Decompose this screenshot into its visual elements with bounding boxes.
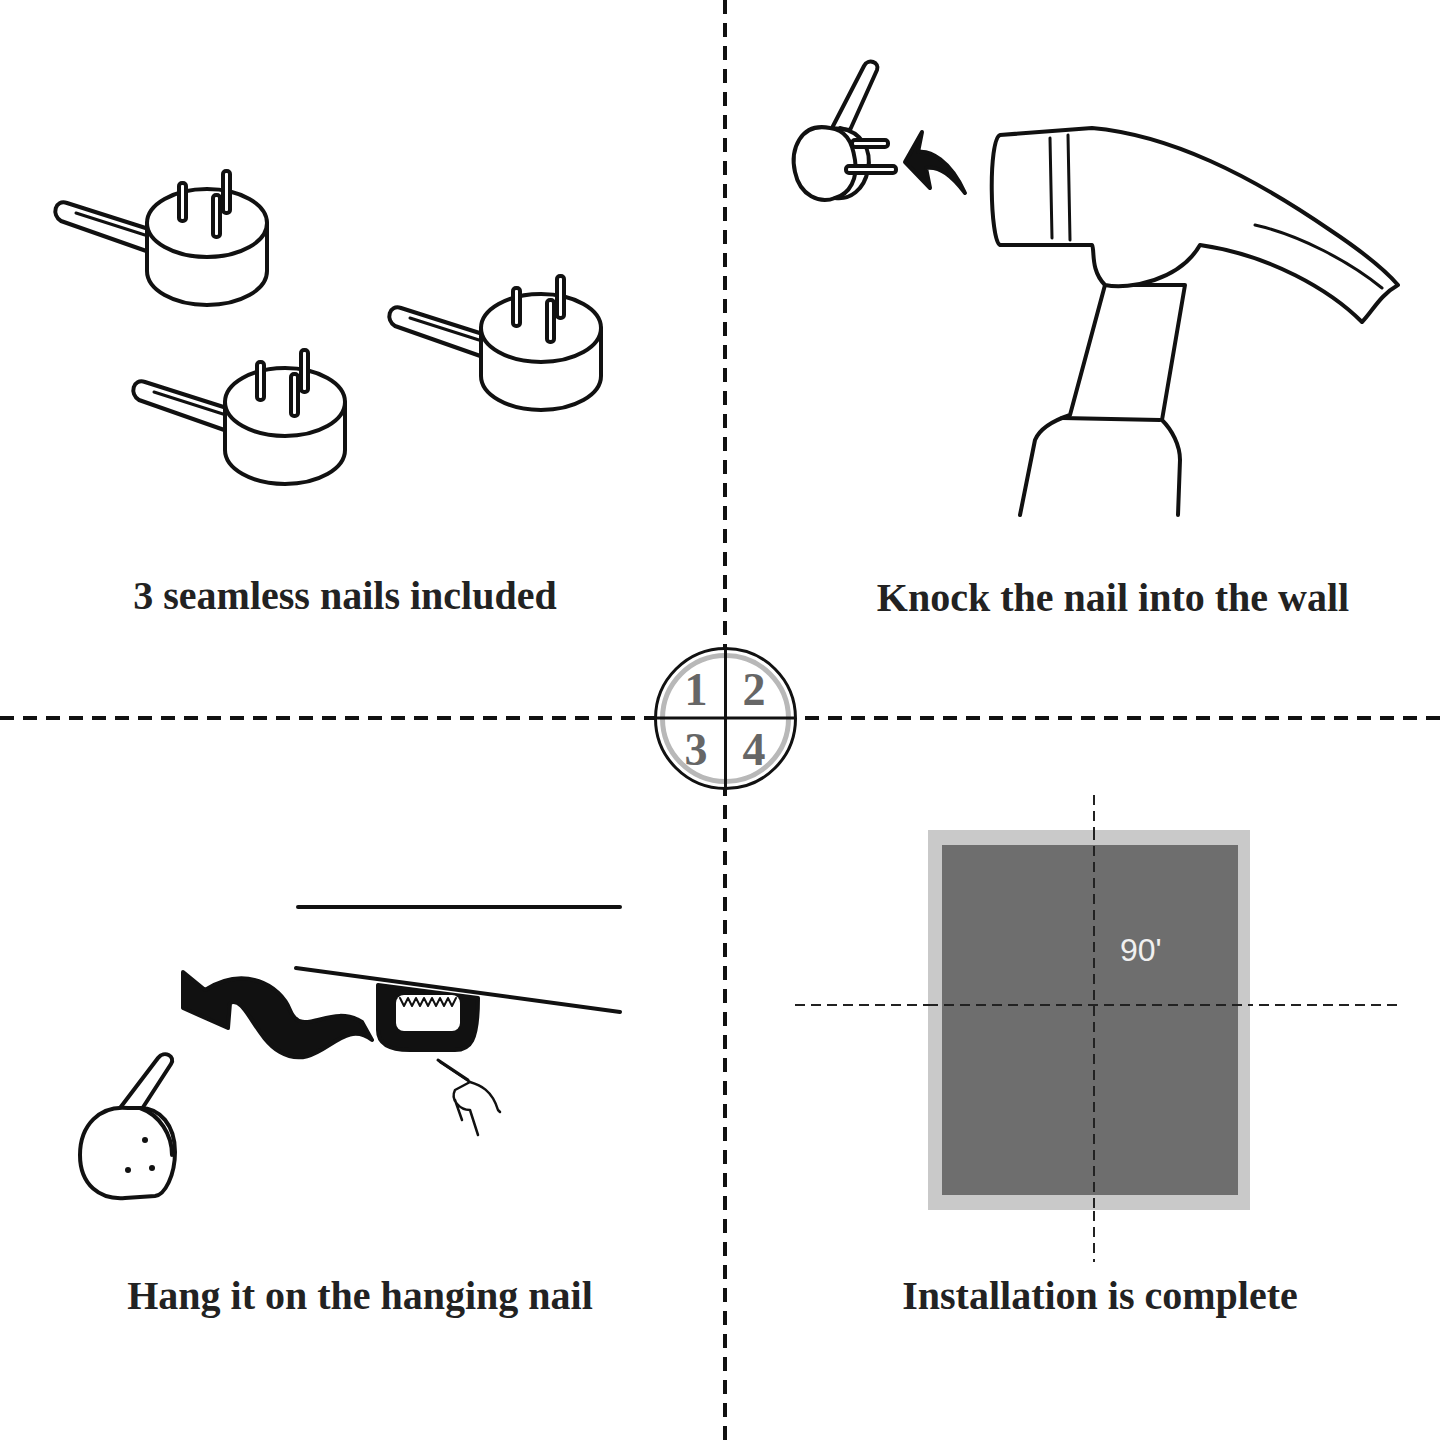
circle-outline bbox=[653, 646, 798, 791]
hammer-figure bbox=[794, 62, 1398, 515]
step-number: 1 bbox=[685, 667, 708, 713]
nail-figure bbox=[55, 171, 601, 484]
step-number: 3 bbox=[685, 727, 708, 773]
picture-frame: 90' bbox=[928, 830, 1250, 1210]
alignment-line bbox=[928, 830, 1250, 1210]
step-caption: Knock the nail into the wall bbox=[877, 574, 1349, 621]
step-number: 2 bbox=[743, 667, 766, 713]
hanging-figure bbox=[80, 907, 620, 1198]
step-caption: Installation is complete bbox=[902, 1272, 1298, 1319]
step-number-circle: 1234 bbox=[653, 646, 798, 791]
step-caption: Hang it on the hanging nail bbox=[127, 1272, 593, 1319]
step-caption: 3 seamless nails included bbox=[133, 572, 556, 619]
angle-label: 90' bbox=[1120, 934, 1162, 966]
alignment-line bbox=[795, 795, 1398, 1262]
picture-canvas bbox=[942, 845, 1238, 1195]
step-number: 4 bbox=[743, 727, 766, 773]
